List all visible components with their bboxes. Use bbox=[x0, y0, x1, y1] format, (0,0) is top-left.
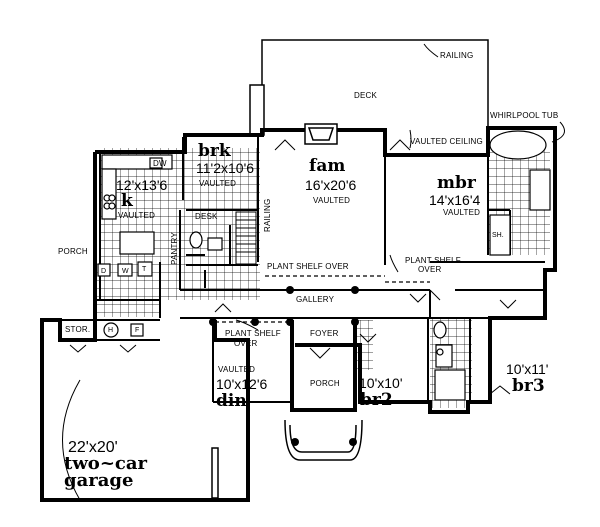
br2-dim: 10'x10' bbox=[359, 375, 403, 391]
over-label-right: OVER bbox=[418, 265, 442, 274]
washer-label: W bbox=[122, 268, 129, 275]
desk-label: DESK bbox=[195, 212, 218, 221]
side-porch-label: PORCH bbox=[58, 247, 88, 256]
bath-fixtures bbox=[189, 130, 551, 401]
tub-label: T bbox=[142, 266, 147, 273]
garage-name-line1: two~car bbox=[64, 453, 148, 474]
whirlpool-tub-label: WHIRLPOOL TUB bbox=[490, 111, 559, 120]
deck-outline bbox=[249, 39, 489, 136]
dining-name: din bbox=[216, 391, 247, 411]
leader-arrows bbox=[235, 43, 565, 331]
master-bedroom-name: mbr bbox=[437, 173, 476, 193]
kitchen-dim: 12'x13'6 bbox=[116, 177, 168, 193]
family-room-vaulted: VAULTED bbox=[313, 196, 351, 205]
br3-dim: 10'x11' bbox=[506, 361, 549, 377]
kitchen-name: k bbox=[121, 191, 133, 211]
railing-label-top: RAILING bbox=[440, 51, 474, 60]
columns bbox=[209, 286, 359, 446]
family-room-dim: 16'x20'6 bbox=[305, 177, 357, 193]
kitchen-counters bbox=[101, 154, 173, 255]
plant-shelf-label-din: PLANT SHELF bbox=[225, 329, 281, 338]
garage-name-line2: garage bbox=[64, 470, 134, 491]
door-swings bbox=[62, 139, 517, 501]
family-room-name: fam bbox=[309, 156, 346, 176]
foyer-label: FOYER bbox=[310, 329, 339, 338]
dining-vaulted: VAULTED bbox=[218, 365, 256, 374]
brk-room-name: brk bbox=[198, 141, 231, 161]
brk-room-dim: 11'2x10'6 bbox=[196, 160, 255, 176]
kitchen-vaulted: VAULTED bbox=[118, 211, 156, 220]
vaulted-ceiling-label: VAULTED CEILING bbox=[410, 137, 483, 146]
garage-door bbox=[211, 447, 219, 499]
deck-label: DECK bbox=[354, 91, 378, 100]
front-porch-label: PORCH bbox=[310, 379, 340, 388]
railing-label-side: RAILING bbox=[263, 198, 272, 232]
br2-name: br2 bbox=[360, 390, 393, 410]
garage-dim: 22'x20' bbox=[68, 439, 118, 456]
stairs bbox=[235, 211, 257, 265]
dryer-label: D bbox=[101, 268, 107, 275]
storage-label: STOR. bbox=[65, 325, 91, 334]
brk-vaulted: VAULTED bbox=[199, 179, 237, 188]
h-label: H bbox=[108, 327, 114, 334]
master-bedroom-vaulted: VAULTED bbox=[443, 208, 481, 217]
front-steps bbox=[284, 419, 363, 461]
f-label: F bbox=[135, 327, 140, 334]
master-bedroom-dim: 14'x16'4 bbox=[429, 192, 481, 208]
pantry-label: PANTRY bbox=[170, 232, 179, 265]
over-label-din: OVER bbox=[234, 339, 258, 348]
shower-label: SH. bbox=[492, 232, 504, 239]
plant-shelf-label-right: PLANT SHELF bbox=[405, 256, 461, 265]
dining-dim: 10'x12'6 bbox=[216, 376, 268, 392]
utility-symbols bbox=[97, 261, 153, 338]
gallery-label: GALLERY bbox=[296, 295, 335, 304]
br3-name: br3 bbox=[512, 376, 545, 396]
fireplace bbox=[304, 123, 338, 145]
dw-label: DW bbox=[153, 159, 167, 168]
plant-shelf-over-label: PLANT SHELF OVER bbox=[267, 262, 349, 271]
